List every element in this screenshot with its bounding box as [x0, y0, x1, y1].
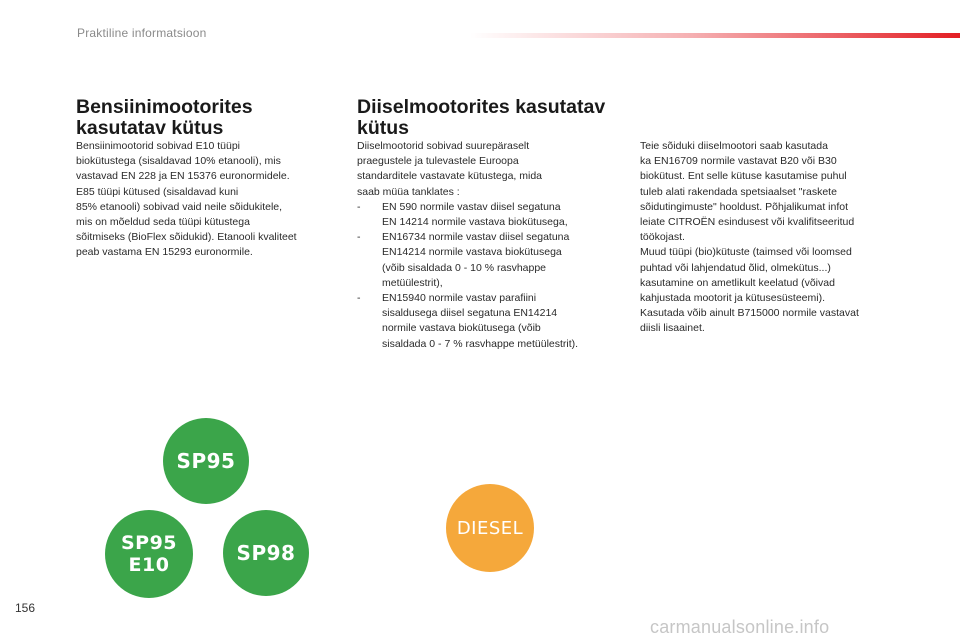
header-accent-bar — [470, 33, 960, 38]
text-line: biokütust. Ent selle kütuse kasutamise p… — [640, 170, 847, 183]
text-line: sisaldusega diisel segatuna EN14214 — [382, 307, 558, 320]
sp95-e10-fuel-badge: SP95 E10 — [105, 510, 193, 598]
biofuel-info-paragraph: Teie sõiduki diiselmootori saab kasutada… — [640, 139, 859, 337]
diesel-fuel-badge: DIESEL — [446, 484, 534, 572]
text-line: saab müüa tanklates : — [357, 185, 460, 198]
text-line: sõidutingimuste" hooldust. Põhjalikumat … — [640, 200, 849, 213]
text-line: EN16734 normile vastav diisel segatuna — [382, 231, 570, 244]
sp95-fuel-badge: SP95 — [163, 418, 249, 504]
list-dash: - — [357, 200, 361, 213]
text-line: mis on mõeldud seda tüüpi kütustega — [76, 216, 250, 229]
text-line: biokütustega (sisaldavad 10% etanooli), … — [76, 155, 281, 168]
section-title: Praktiline informatsioon — [77, 26, 207, 40]
heading-line: kasutatav kütus — [76, 117, 224, 139]
badge-label: SP95 — [176, 449, 236, 473]
heading-diesel-fuel: Diiselmootorites kasutatav kütus — [357, 97, 627, 139]
page-number: 156 — [15, 601, 36, 615]
text-line: leiate CITROËN esindusest või kvalifitse… — [640, 216, 855, 229]
text-line: sisaldada 0 - 7 % rasvhappe metüülestrit… — [382, 337, 579, 350]
text-line: tuleb alati rakendada spetsiaalset "rask… — [640, 185, 837, 198]
badge-label: SP98 — [236, 541, 296, 565]
text-line: normile vastava biokütusega (võib — [382, 322, 541, 335]
petrol-fuel-paragraph: Bensiinimootorid sobivad E10 tüüpi biokü… — [76, 139, 297, 261]
list-dash: - — [357, 231, 361, 244]
text-line: EN14214 normile vastava biokütusega — [382, 246, 562, 259]
badge-label: SP95 — [120, 532, 178, 554]
heading-line: kütus — [357, 117, 410, 139]
list-dash: - — [357, 292, 361, 305]
sp98-fuel-badge: SP98 — [223, 510, 309, 596]
text-line: praegustele ja tulevastele Euroopa — [357, 155, 519, 168]
text-line: sõitmiseks (BioFlex sõidukid). Etanooli … — [76, 231, 297, 244]
text-line: kahjustada mootorit ja kütusesüsteemi). — [640, 292, 826, 305]
badge-label: DIESEL — [456, 517, 524, 539]
text-line: Kasutada võib ainult B715000 normile vas… — [640, 307, 859, 320]
text-line: standarditele vastavate kütustega, mida — [357, 170, 543, 183]
heading-line: Diiselmootorites kasutatav — [357, 96, 606, 118]
text-line: 85% etanooli) sobivad vaid neile sõiduki… — [76, 200, 283, 213]
heading-line: Bensiinimootorites — [76, 96, 253, 118]
text-line: Teie sõiduki diiselmootori saab kasutada — [640, 140, 828, 152]
text-line: kasutamine on ametlikult keelatud (võiva… — [640, 276, 835, 289]
list-item: - EN 590 normile vastav diisel segatuna … — [357, 200, 578, 230]
heading-petrol-fuel: Bensiinimootorites kasutatav kütus — [76, 97, 346, 139]
text-line: EN 590 normile vastav diisel segatuna — [382, 200, 561, 213]
watermark: carmanualsonline.info — [650, 617, 830, 637]
list-item: - EN15940 normile vastav parafiini sisal… — [357, 291, 578, 352]
text-line: (võib sisaldada 0 - 10 % rasvhappe — [382, 261, 547, 274]
diesel-fuel-paragraph: Diiselmootorid sobivad suurepäraselt pra… — [357, 139, 578, 352]
text-line: puhtad või lahjendatud õlid, olmekütus..… — [640, 261, 831, 274]
text-line: vastavad EN 228 ja EN 15376 euronormidel… — [76, 170, 290, 183]
text-line: Muud tüüpi (bio)kütuste (taimsed või loo… — [640, 246, 852, 259]
text-line: peab vastama EN 15293 euronormile. — [76, 246, 253, 259]
text-line: ka EN16709 normile vastavat B20 või B30 — [640, 155, 837, 168]
text-line: EN15940 normile vastav parafiini — [382, 292, 537, 305]
text-line: Bensiinimootorid sobivad E10 tüüpi — [76, 140, 241, 152]
text-line: EN 14214 normile vastava biokütusega, — [382, 216, 568, 229]
badge-label: E10 — [128, 554, 170, 576]
list-item: - EN16734 normile vastav diisel segatuna… — [357, 230, 578, 291]
text-line: diisli lisaainet. — [640, 322, 705, 335]
text-line: metüülestrit), — [382, 276, 443, 289]
text-line: töökojast. — [640, 231, 685, 244]
text-line: E85 tüüpi kütused (sisaldavad kuni — [76, 185, 239, 198]
text-line: Diiselmootorid sobivad suurepäraselt — [357, 140, 530, 152]
